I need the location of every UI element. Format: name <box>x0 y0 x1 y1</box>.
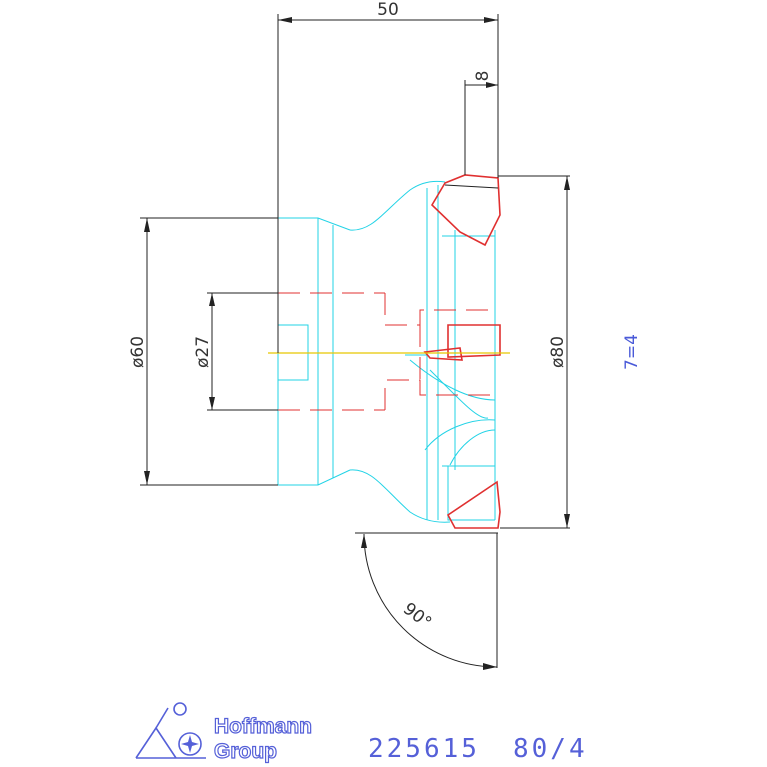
dim-angle-label: 90° <box>399 599 435 633</box>
bore-hidden-lines <box>278 292 495 411</box>
dim-cutter-diameter-label: ø80 <box>548 336 568 368</box>
dim-shank-diameter-label: ø60 <box>128 336 148 368</box>
center-insert-tip <box>423 347 463 361</box>
brand-name-line1: Hoffmann <box>214 715 312 738</box>
logo-mark-icon <box>135 702 206 759</box>
center-insert <box>447 324 501 358</box>
teeth-count-label: 7=4 <box>622 334 642 370</box>
dim-bore-label: ø27 <box>193 336 213 368</box>
bottom-insert <box>446 480 501 529</box>
dim-insert-width-label: 8 <box>473 71 493 82</box>
dimension-lines <box>140 14 570 668</box>
part-number: 225615 <box>368 734 480 764</box>
cutting-inserts <box>423 174 501 529</box>
dimension-arrows <box>144 17 570 670</box>
size-code: 80/4 <box>513 734 588 764</box>
brand-name-line2: Group <box>214 740 277 763</box>
dim-length-label: 50 <box>377 0 399 20</box>
brand-logo: Hoffmann Group <box>135 702 313 764</box>
top-insert <box>430 174 501 247</box>
